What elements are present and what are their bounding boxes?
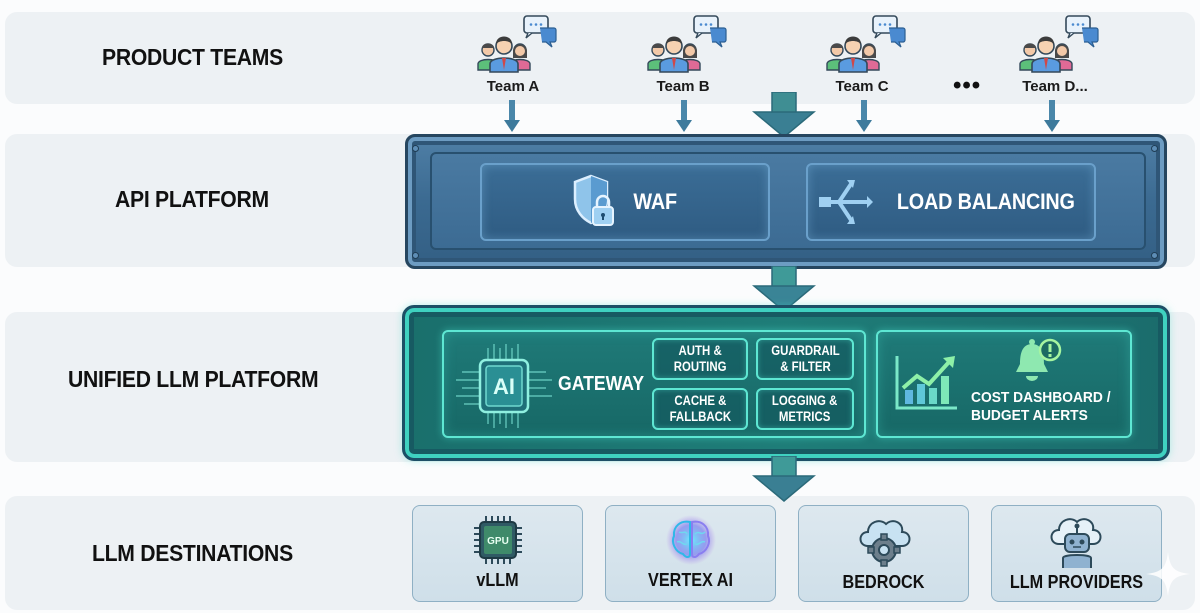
- feature-guardrail-filter: GUARDRAIL& FILTER: [756, 338, 854, 380]
- team-d: Team D...: [1000, 14, 1110, 95]
- feature-line: LOGGING &: [772, 393, 838, 408]
- feature-cache-fallback: CACHE &FALLBACK: [652, 388, 748, 430]
- destination-label: vLLM: [476, 570, 519, 590]
- team-c: Team C: [807, 14, 917, 95]
- rivet: [1151, 145, 1158, 152]
- ai-chip-icon: AI: [456, 344, 552, 428]
- team-chat-icon: [826, 15, 906, 73]
- row-product-teams: [5, 12, 1195, 104]
- brain-icon: [665, 515, 716, 565]
- team-chat-icon: [477, 15, 557, 73]
- destination-vertex-ai: VERTEX AI: [605, 505, 776, 602]
- load-balancing-label: LOAD BALANCING: [897, 189, 1075, 214]
- destination-label: VERTEX AI: [648, 570, 733, 590]
- arrow-down-icon: [1044, 100, 1060, 132]
- rivet: [1151, 252, 1158, 259]
- destination-bedrock: BEDROCK: [798, 505, 969, 602]
- arrow-down-icon: [504, 100, 520, 132]
- cloud-gear-icon: [859, 520, 910, 567]
- ai-chip-text: AI: [493, 374, 515, 399]
- team-chat-icon: [647, 15, 727, 73]
- shield-lock-icon: [573, 174, 614, 226]
- row-label-llm-destinations: LLM DESTINATIONS: [92, 540, 293, 566]
- feature-line: METRICS: [779, 409, 831, 424]
- feature-line: GUARDRAIL: [770, 343, 840, 358]
- cost-label-line1: COST DASHBOARD /: [971, 389, 1111, 406]
- destination-vllm: GPU vLLM: [412, 505, 583, 602]
- gpu-text: GPU: [487, 536, 509, 547]
- rivet: [412, 252, 419, 259]
- destination-llm-providers: LLM PROVIDERS: [991, 505, 1162, 602]
- arrow-down-icon: [856, 100, 872, 132]
- bar-chart-trend-icon: [895, 356, 957, 410]
- flow-arrow-icon: [752, 456, 816, 502]
- flow-arrow-icon: [752, 266, 816, 312]
- split-arrows-icon: [819, 180, 874, 224]
- waf-component: WAF: [480, 163, 770, 241]
- feature-line: ROUTING: [673, 359, 727, 374]
- feature-logging-metrics: LOGGING &METRICS: [756, 388, 854, 430]
- feature-line: FALLBACK: [669, 409, 731, 424]
- feature-line: & FILTER: [779, 359, 831, 374]
- waf-label: WAF: [633, 189, 677, 214]
- bell-alert-icon: [1016, 338, 1062, 381]
- row-label-api-platform: API PLATFORM: [115, 186, 269, 212]
- feature-line: CACHE &: [673, 393, 727, 408]
- rivet: [412, 145, 419, 152]
- team-a: Team A: [458, 14, 568, 95]
- gateway-label: GATEWAY: [558, 373, 645, 395]
- row-label-product-teams: PRODUCT TEAMS: [102, 44, 283, 70]
- flow-arrow-icon: [752, 92, 816, 138]
- team-label: Team C: [835, 78, 889, 95]
- team-chat-icon: [1019, 15, 1099, 73]
- destination-label: BEDROCK: [842, 572, 925, 592]
- cost-dashboard-label: COST DASHBOARD / BUDGET ALERTS: [971, 389, 1111, 425]
- more-teams-ellipsis: •••: [953, 72, 982, 99]
- row-label-unified-llm-platform: UNIFIED LLM PLATFORM: [68, 366, 319, 392]
- feature-line: AUTH &: [678, 343, 722, 358]
- cloud-robot-icon: [1050, 518, 1101, 568]
- team-b: Team B: [628, 14, 738, 95]
- load-balancing-component: LOAD BALANCING: [806, 163, 1096, 241]
- sparkle-icon: [1146, 552, 1190, 596]
- feature-auth-routing: AUTH &ROUTING: [652, 338, 748, 380]
- team-label: Team D...: [1022, 78, 1088, 95]
- destination-label: LLM PROVIDERS: [1009, 572, 1144, 592]
- team-label: Team A: [486, 78, 540, 95]
- arrow-down-icon: [676, 100, 692, 132]
- cost-label-line2: BUDGET ALERTS: [971, 407, 1088, 424]
- team-label: Team B: [656, 78, 710, 95]
- gpu-chip-icon: GPU: [473, 516, 522, 564]
